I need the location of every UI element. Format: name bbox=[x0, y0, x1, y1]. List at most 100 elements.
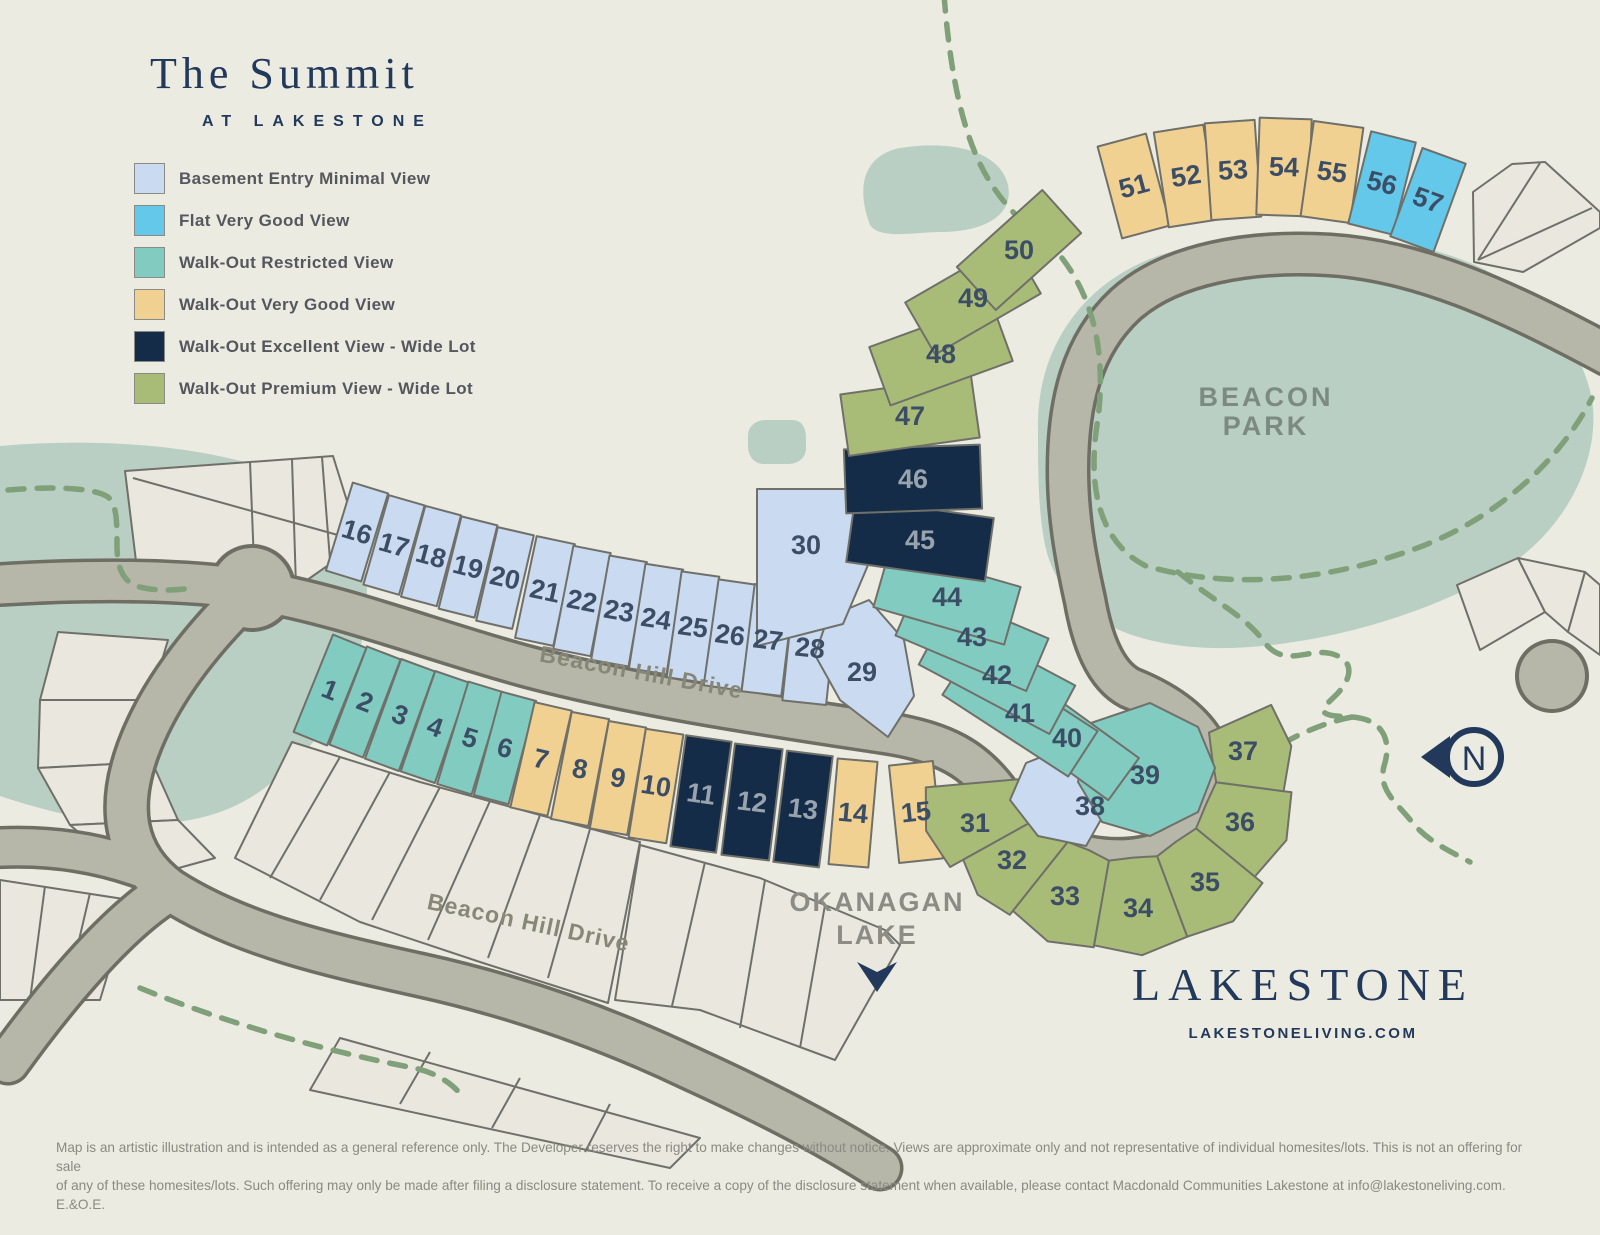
lot-number-53: 53 bbox=[1217, 154, 1249, 186]
lot-number-42: 42 bbox=[982, 660, 1012, 690]
lot-number-55: 55 bbox=[1315, 155, 1349, 189]
lot-region-12[interactable] bbox=[720, 742, 784, 862]
walking-trail bbox=[941, 0, 1057, 253]
lot-number-35: 35 bbox=[1190, 867, 1220, 897]
lot-region-22[interactable] bbox=[552, 544, 612, 658]
lot-region-45[interactable] bbox=[845, 497, 995, 583]
lot-boundary-line bbox=[584, 1103, 611, 1153]
lot-number-9: 9 bbox=[608, 762, 628, 794]
title-sub: AT LAKESTONE bbox=[202, 113, 433, 130]
lot-boundary-line bbox=[29, 885, 46, 1001]
disclaimer-line2: of any of these homesites/lots. Such off… bbox=[56, 1178, 1506, 1212]
lot-number-20: 20 bbox=[487, 560, 523, 596]
lot-boundary-line bbox=[291, 458, 297, 588]
lot-boundary-line bbox=[321, 456, 331, 561]
lot-region-17[interactable] bbox=[362, 494, 426, 596]
legend-swatch-flat bbox=[134, 205, 165, 236]
lot-region-4[interactable] bbox=[399, 670, 471, 784]
lot-region-20[interactable] bbox=[475, 526, 535, 630]
lot-number-49: 49 bbox=[958, 283, 988, 313]
page-title: The Summit AT LAKESTONE bbox=[150, 48, 433, 131]
lot-boundary-line bbox=[491, 1077, 521, 1129]
lot-region-36[interactable] bbox=[1195, 781, 1293, 878]
lot-region-35[interactable] bbox=[1156, 827, 1264, 938]
lot-region-30[interactable] bbox=[756, 488, 875, 647]
lot-number-23: 23 bbox=[602, 594, 637, 629]
lot-number-48: 48 bbox=[926, 339, 956, 369]
lake-direction-arrow-icon bbox=[857, 962, 897, 992]
lot-number-7: 7 bbox=[530, 743, 551, 776]
legend-label: Walk-Out Premium View - Wide Lot bbox=[179, 378, 474, 398]
lot-region-1[interactable] bbox=[292, 633, 368, 747]
walking-trail bbox=[5, 485, 196, 593]
lot-region-6[interactable] bbox=[472, 690, 538, 806]
lot-region-5[interactable] bbox=[436, 680, 504, 796]
legend-label: Walk-Out Restricted View bbox=[179, 252, 394, 272]
lot-region-3[interactable] bbox=[364, 658, 436, 772]
lot-region-57[interactable] bbox=[1389, 147, 1467, 253]
lot-boundary-line bbox=[319, 771, 391, 901]
lot-number-38: 38 bbox=[1075, 791, 1105, 821]
lot-boundary-line bbox=[132, 477, 346, 538]
lot-region-18[interactable] bbox=[400, 504, 462, 608]
lot-number-47: 47 bbox=[895, 401, 925, 431]
lot-region-37[interactable] bbox=[1208, 703, 1293, 793]
lot-region-50[interactable] bbox=[955, 189, 1083, 311]
lot-number-54: 54 bbox=[1268, 151, 1299, 182]
lot-number-56: 56 bbox=[1364, 165, 1400, 201]
small-park-patch-top bbox=[863, 145, 1009, 235]
lot-boundary-line bbox=[547, 828, 591, 979]
legend-label: Walk-Out Very Good View bbox=[179, 294, 396, 314]
lot-number-19: 19 bbox=[450, 549, 486, 585]
lot-number-11: 11 bbox=[685, 777, 717, 811]
lot-region-8[interactable] bbox=[549, 710, 611, 828]
lot-number-14: 14 bbox=[837, 797, 870, 830]
lot-number-41: 41 bbox=[1005, 698, 1035, 728]
roundabout bbox=[212, 548, 292, 628]
small-park-patch-mid bbox=[748, 420, 806, 464]
lot-region-2[interactable] bbox=[328, 645, 402, 759]
legend-label: Basement Entry Minimal View bbox=[179, 168, 431, 188]
logo-wordmark: LAKESTONE bbox=[1131, 959, 1475, 1010]
walking-trail bbox=[137, 985, 467, 1102]
lot-number-6: 6 bbox=[494, 732, 516, 765]
lot-boundary-line bbox=[269, 756, 341, 879]
lot-number-13: 13 bbox=[786, 792, 819, 825]
lot-region-10[interactable] bbox=[627, 727, 685, 845]
lot-boundary-line bbox=[671, 861, 706, 1007]
disclaimer-line1: Map is an artistic illustration and is i… bbox=[56, 1140, 1523, 1174]
lot-region-16[interactable] bbox=[324, 481, 390, 583]
lot-number-21: 21 bbox=[527, 573, 563, 609]
lot-region-19[interactable] bbox=[437, 515, 499, 619]
lot-number-22: 22 bbox=[564, 583, 599, 618]
lake-label-line1: OKANAGAN bbox=[789, 887, 965, 917]
unreleased-lot bbox=[614, 844, 901, 1061]
lot-region-53[interactable] bbox=[1203, 118, 1263, 222]
lot-region-13[interactable] bbox=[772, 749, 834, 869]
lot-region-11[interactable] bbox=[669, 734, 733, 854]
lot-number-37: 37 bbox=[1228, 736, 1258, 766]
disclaimer-text: Map is an artistic illustration and is i… bbox=[56, 1138, 1548, 1214]
lot-region-33[interactable] bbox=[1011, 841, 1110, 949]
lot-region-7[interactable] bbox=[509, 701, 573, 817]
okanagan-lake-label: OKANAGAN LAKE bbox=[752, 886, 1002, 994]
lot-number-8: 8 bbox=[570, 753, 590, 785]
road-southwest-branch bbox=[0, 870, 190, 1082]
unreleased-lot bbox=[1567, 571, 1600, 656]
lot-region-46[interactable] bbox=[842, 443, 984, 515]
lot-number-24: 24 bbox=[639, 602, 673, 636]
road-west-stub bbox=[0, 829, 158, 886]
lot-boundary-line bbox=[487, 814, 541, 959]
park-label-line1: BEACON bbox=[1198, 382, 1333, 412]
lot-region-39[interactable] bbox=[1077, 702, 1216, 837]
lot-number-36: 36 bbox=[1225, 807, 1255, 837]
lot-number-33: 33 bbox=[1050, 881, 1080, 911]
lot-number-52: 52 bbox=[1169, 159, 1203, 193]
lot-region-14[interactable] bbox=[827, 757, 879, 869]
unreleased-lot bbox=[234, 741, 641, 1004]
lot-region-9[interactable] bbox=[588, 720, 648, 836]
lake-label-line2: LAKE bbox=[836, 920, 918, 950]
